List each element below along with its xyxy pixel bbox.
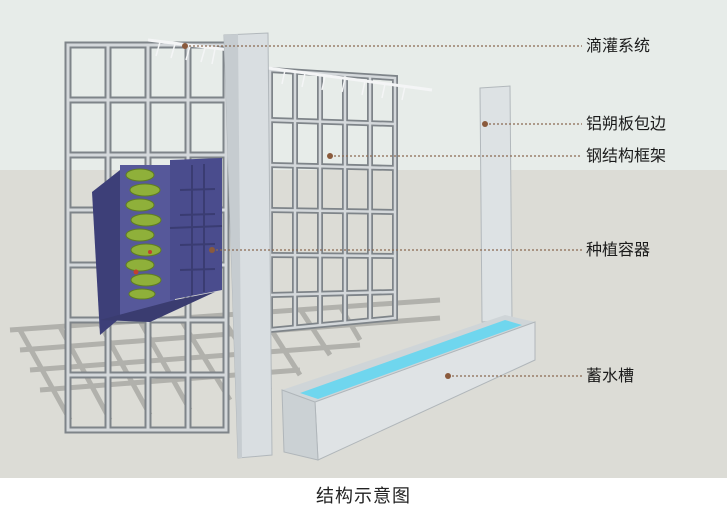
label-planting-container: 种植容器 xyxy=(586,240,651,259)
leader-dot xyxy=(482,121,488,127)
container-grid xyxy=(169,164,223,295)
planting-containers xyxy=(92,158,223,335)
edging-column-front-shade xyxy=(224,34,242,458)
label-steel-frame: 钢结构框架 xyxy=(586,146,667,165)
label-panel-edging: 铝朔板包边 xyxy=(586,114,667,133)
structure-diagram xyxy=(0,0,727,478)
drip-emitters xyxy=(155,41,406,101)
plant-fruit xyxy=(133,250,152,275)
leader-dot xyxy=(327,153,333,159)
label-drip-irrigation: 滴灌系统 xyxy=(586,36,651,55)
leader-dot xyxy=(209,247,215,253)
tank-water xyxy=(300,320,522,399)
leader-dot xyxy=(445,373,451,379)
container-base xyxy=(100,292,215,322)
leader-dot xyxy=(182,43,188,49)
label-water-tank: 蓄水槽 xyxy=(586,366,635,385)
tank-end xyxy=(281,389,319,461)
container-front-right xyxy=(170,158,222,300)
figure-caption: 结构示意图 xyxy=(316,486,411,507)
leader-dots xyxy=(182,43,488,379)
plants xyxy=(125,168,162,300)
leader-lines xyxy=(185,45,582,377)
water-tank xyxy=(281,315,536,461)
container-side xyxy=(92,170,120,335)
